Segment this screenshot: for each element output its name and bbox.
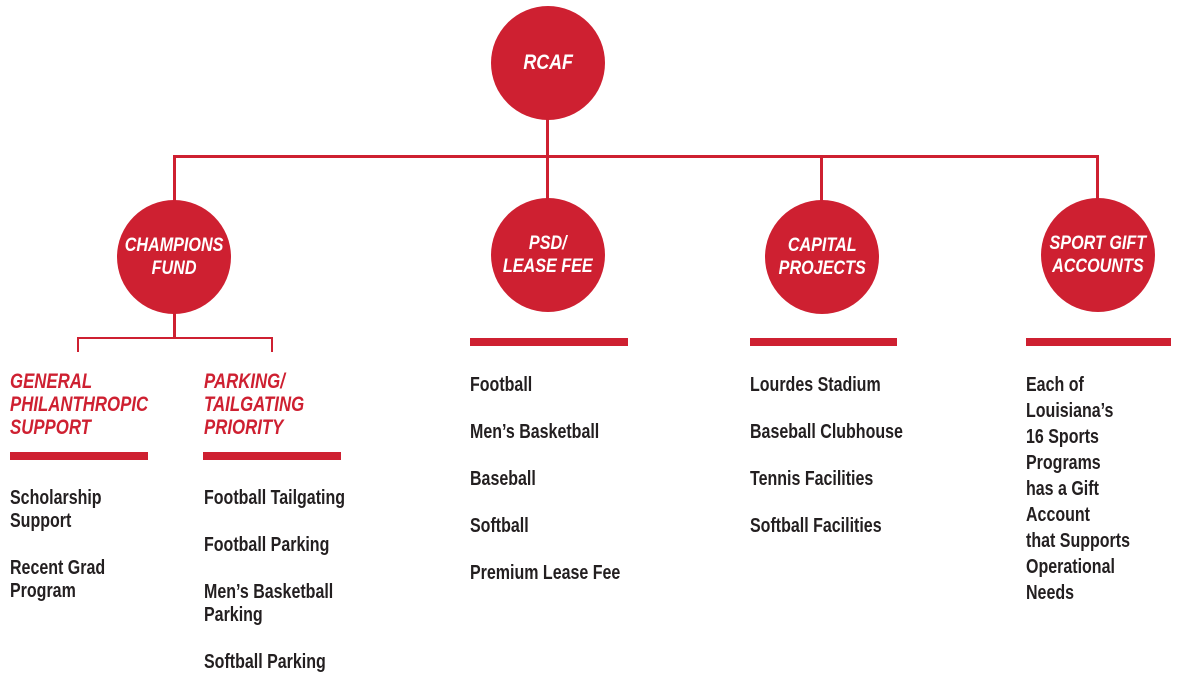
underline-bar-capital-projects [750, 338, 897, 346]
heading-parking-tailgating-priority: PARKING/ TAILGATING PRIORITY [204, 370, 305, 439]
node-capital-projects-circle: CAPITAL PROJECTS [765, 200, 879, 314]
list-item: Football Tailgating [204, 487, 346, 509]
node-rcaf-label: RCAF [523, 51, 573, 75]
connector-champions-tick-left [77, 337, 79, 352]
list-item: Softball Facilities [750, 515, 882, 537]
list-item: Men’s Basketball [470, 421, 600, 443]
node-champions-fund-circle: CHAMPIONS FUND [117, 200, 231, 314]
list-item: Premium Lease Fee [470, 562, 621, 584]
heading-general-philanthropic-support: GENERAL PHILANTHROPIC SUPPORT [10, 370, 149, 439]
node-capital-projects-label: CAPITAL PROJECTS [778, 234, 866, 279]
node-champions-fund-label: CHAMPIONS FUND [124, 234, 224, 279]
underline-bar-psd-lease-fee [470, 338, 628, 346]
sport-gift-accounts-description: Each of Louisiana’s 16 Sports Programs h… [1026, 374, 1130, 604]
list-item: Men’s Basketball Parking [204, 581, 334, 626]
connector-root-drop [546, 117, 549, 157]
list-item: Lourdes Stadium [750, 374, 881, 396]
list-item: Recent Grad Program [10, 557, 106, 602]
list-general-philanthropic-support: Scholarship Support Recent Grad Program [10, 487, 105, 627]
connector-branch-psd [546, 155, 549, 200]
list-psd-lease-fee: Football Men’s Basketball Baseball Softb… [470, 374, 620, 609]
connector-branch-capital [820, 155, 823, 202]
list-parking-tailgating-priority: Football Tailgating Football Parking Men… [204, 487, 345, 692]
list-item: Baseball Clubhouse [750, 421, 903, 443]
list-item: Baseball [470, 468, 536, 490]
connector-champions-drop [173, 311, 176, 339]
connector-main-horizontal [173, 155, 1099, 158]
node-sport-gift-accounts-label: SPORT GIFT ACCOUNTS [1049, 232, 1147, 277]
connector-branch-champions [173, 155, 176, 201]
list-item: Football [470, 374, 533, 396]
list-capital-projects: Lourdes Stadium Baseball Clubhouse Tenni… [750, 374, 903, 562]
connector-branch-sportgift [1096, 155, 1099, 199]
underline-bar-sport-gift-accounts [1026, 338, 1171, 346]
connector-champions-tick-right [271, 337, 273, 352]
underline-bar-general-philanthropic [10, 452, 148, 460]
list-item: Football Parking [204, 534, 330, 556]
list-item: Scholarship Support [10, 487, 102, 532]
list-item: Tennis Facilities [750, 468, 874, 490]
connector-champions-horizontal [77, 337, 273, 339]
node-rcaf-circle: RCAF [491, 6, 605, 120]
list-item: Softball Parking [204, 651, 326, 673]
node-psd-lease-fee-circle: PSD/ LEASE FEE [491, 198, 605, 312]
list-item: Softball [470, 515, 529, 537]
node-psd-lease-fee-label: PSD/ LEASE FEE [503, 232, 593, 277]
node-sport-gift-accounts-circle: SPORT GIFT ACCOUNTS [1041, 198, 1155, 312]
underline-bar-parking-tailgating [203, 452, 341, 460]
